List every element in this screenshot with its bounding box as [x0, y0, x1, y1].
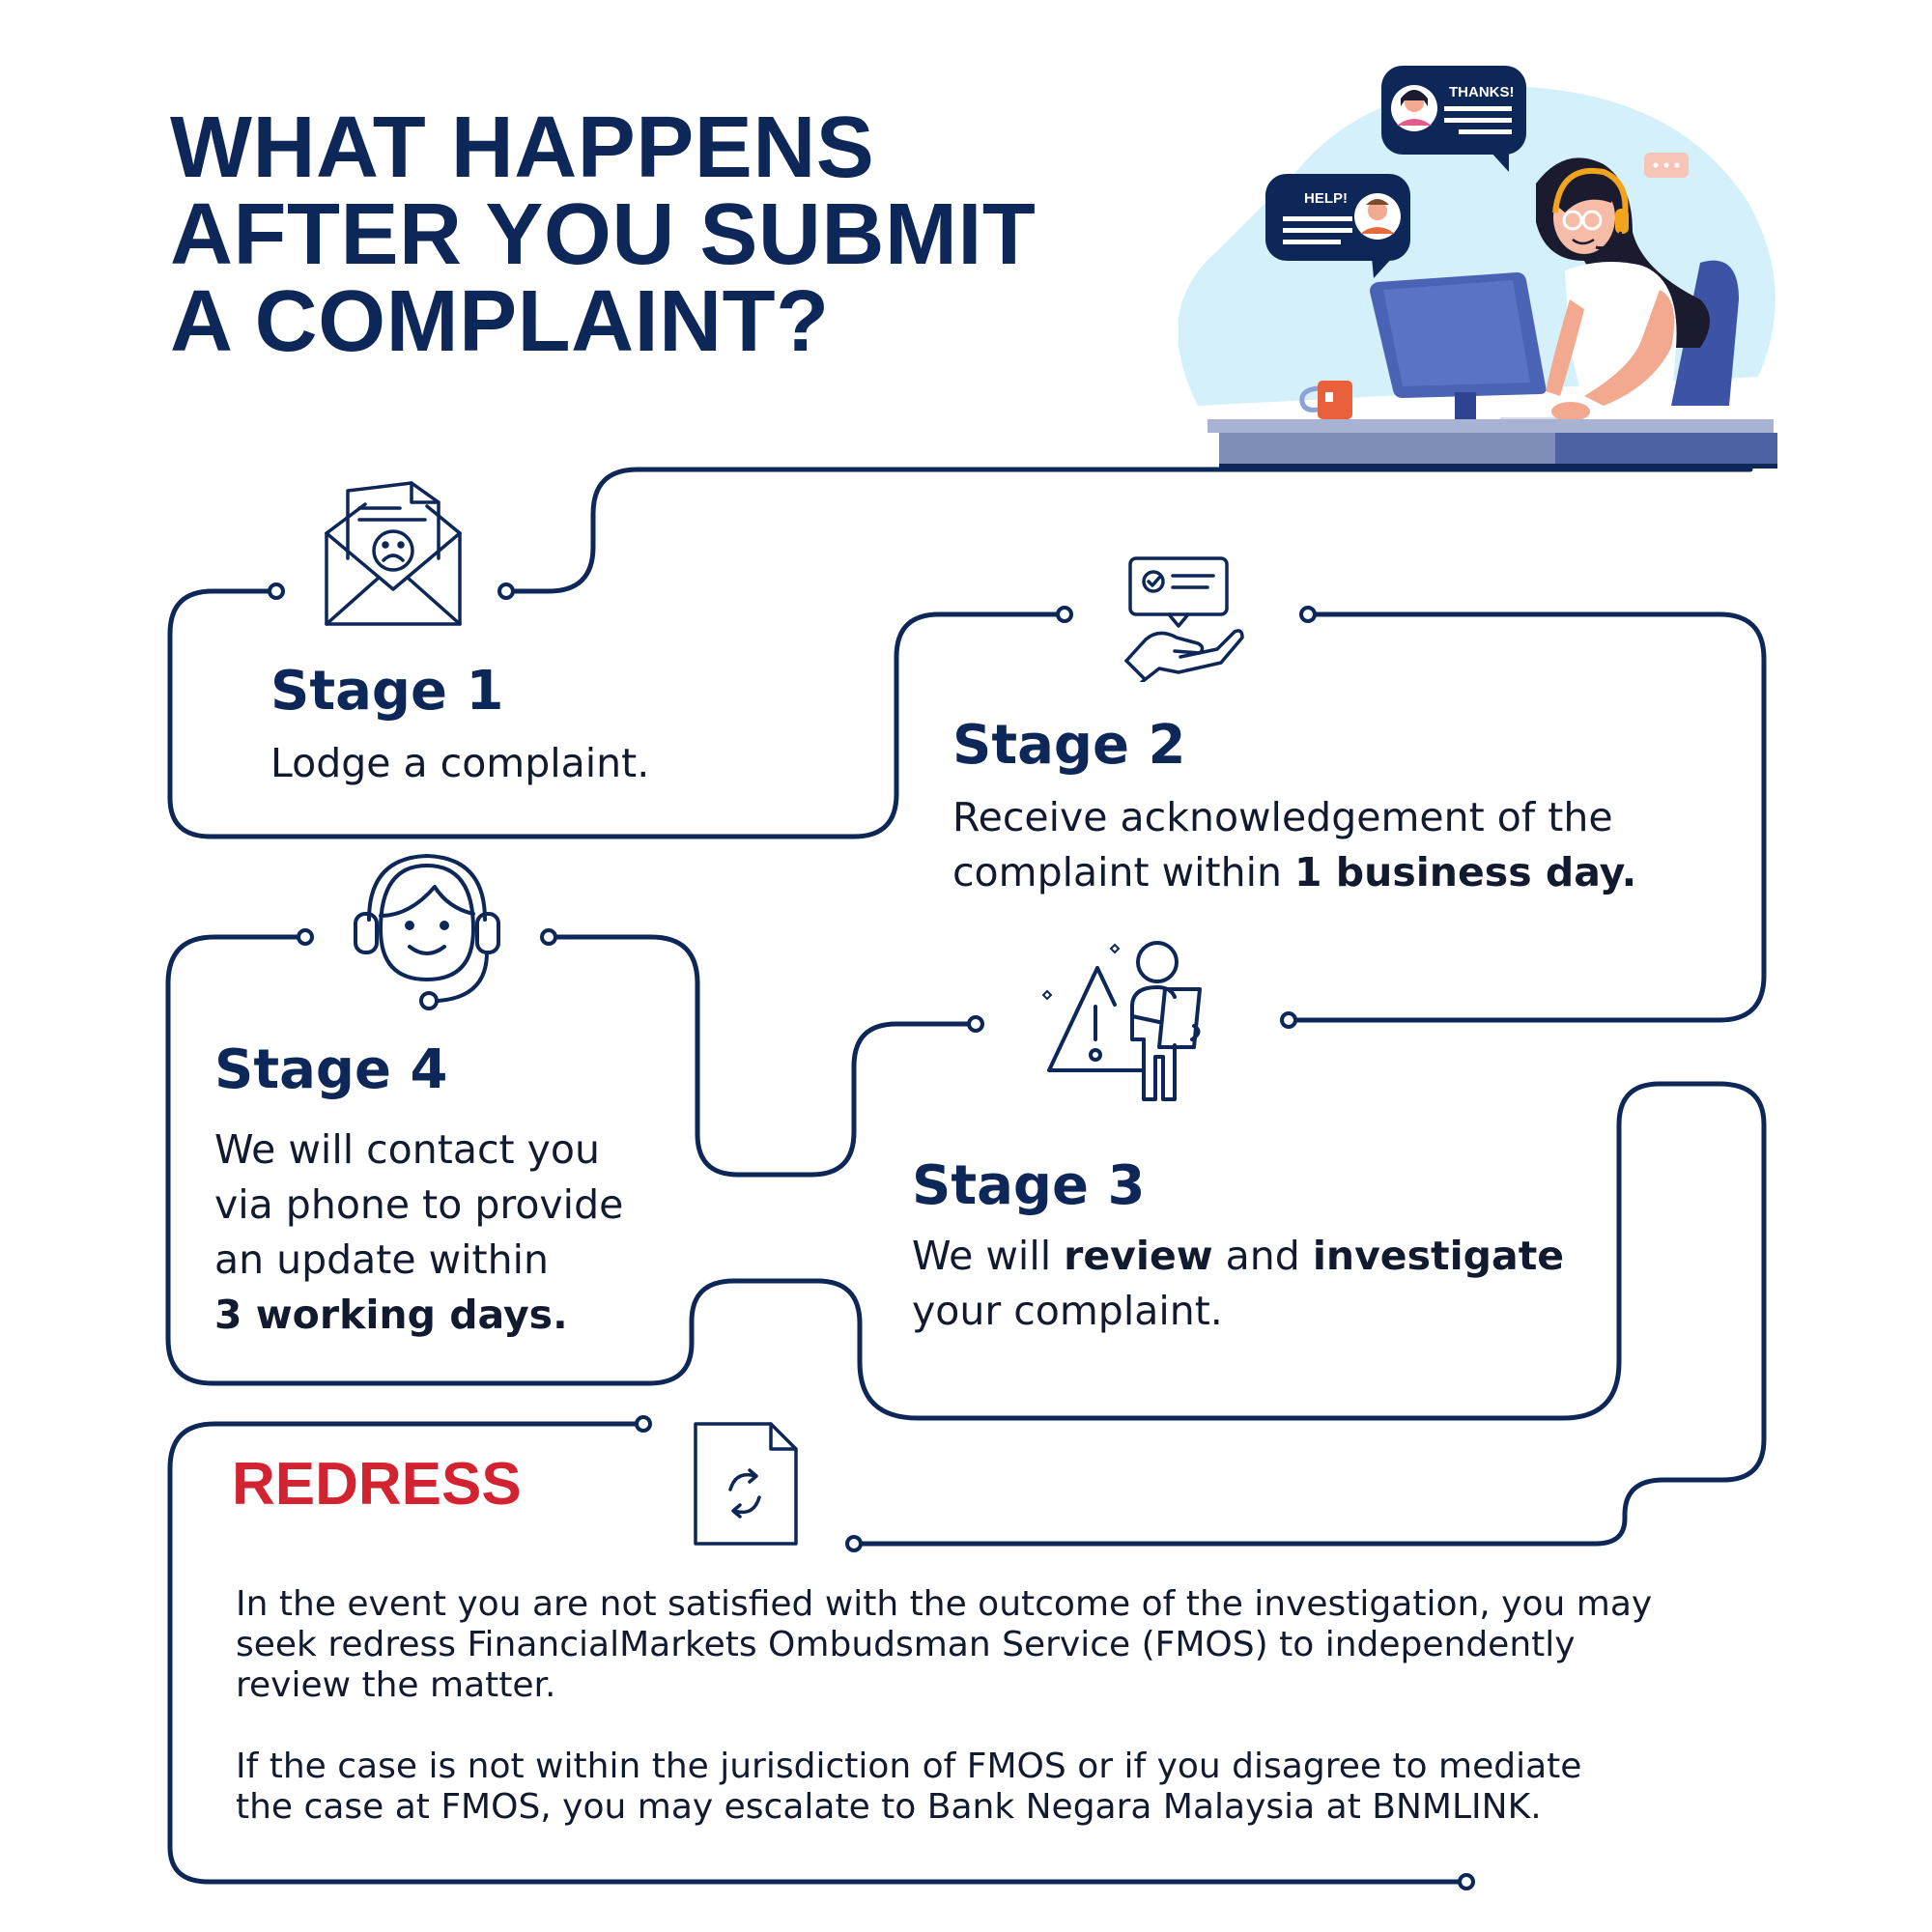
- stage-3-text-line: your complaint.: [912, 1288, 1223, 1334]
- stage-3-investigate: investigate: [1312, 1233, 1565, 1279]
- complaint-envelope-icon: [325, 481, 462, 626]
- connector-node: [297, 928, 314, 946]
- connector-stage3-to-stage4: [546, 934, 979, 1178]
- redress-line: If the case is not within the jurisdicti…: [236, 1747, 1582, 1786]
- title-line: WHAT HAPPENS: [170, 99, 875, 196]
- stage-4-text: We will contact you via phone to provide…: [214, 1122, 623, 1343]
- redress-line: In the event you are not satisfied with …: [236, 1584, 1653, 1624]
- connector-node: [1458, 1873, 1475, 1890]
- investigation-person-icon: [1041, 941, 1202, 1101]
- stage-2-text-line: complaint within: [952, 849, 1294, 895]
- connector-node: [845, 1535, 863, 1552]
- thanks-bubble: [1381, 66, 1526, 172]
- mug: [1299, 381, 1352, 419]
- headset-icon: [1552, 167, 1629, 228]
- desk: [1208, 419, 1774, 433]
- connector-node: [497, 582, 515, 600]
- stage-1-text: Lodge a complaint.: [270, 740, 650, 786]
- connector-stage4-box: [165, 934, 1767, 1547]
- connector-node: [268, 582, 285, 600]
- stage-2-text: Receive acknowledgement of the complaint…: [952, 790, 1636, 900]
- connector-node: [635, 1415, 652, 1433]
- connector-node: [1280, 1011, 1297, 1029]
- redress-paragraph-1: In the event you are not satisfied with …: [236, 1584, 1723, 1706]
- connector-node: [1056, 606, 1073, 623]
- title-line: A COMPLAINT?: [170, 273, 830, 370]
- document-refresh-icon: [694, 1422, 798, 1546]
- connector-stage2-box: [1286, 611, 1767, 1023]
- connector-stage1-box: [167, 588, 1067, 839]
- stage-4-heading: Stage 4: [214, 1038, 448, 1101]
- stage-4-text-line: via phone to provide: [214, 1181, 624, 1228]
- stage-3-text-part: We will: [912, 1233, 1065, 1279]
- page-title: WHAT HAPPENS AFTER YOU SUBMIT A COMPLAIN…: [170, 104, 1036, 365]
- redress-line: the case at FMOS, you may escalate to Ba…: [236, 1787, 1542, 1827]
- connector-node: [1299, 606, 1317, 623]
- redress-title: REDRESS: [232, 1451, 522, 1518]
- connector-node: [967, 1015, 984, 1033]
- stage-2-timeframe: 1 business day.: [1294, 849, 1637, 895]
- help-bubble: [1265, 174, 1410, 278]
- stage-4-text-line: an update within: [214, 1236, 549, 1283]
- stage-3-text-part: and: [1212, 1233, 1313, 1279]
- redress-line: review the matter.: [236, 1665, 556, 1705]
- bubble-help-text: HELP!: [1304, 190, 1348, 207]
- support-headset-icon: [354, 854, 500, 1010]
- stage-3-text: We will review and investigate your comp…: [912, 1229, 1564, 1339]
- redress-line: seek redress FinancialMarkets Ombudsman …: [236, 1625, 1576, 1664]
- typing-bubble: [1644, 153, 1689, 178]
- bubble-thanks-text: THANKS!: [1449, 84, 1515, 100]
- connector-redress-box: [167, 1421, 1469, 1885]
- connector-node: [540, 928, 557, 946]
- stage-3-heading: Stage 3: [912, 1154, 1146, 1217]
- stage-1-heading: Stage 1: [270, 660, 504, 723]
- stage-3-review: review: [1064, 1233, 1213, 1279]
- stage-4-text-line: We will contact you: [214, 1126, 600, 1173]
- stage-4-timeframe: 3 working days.: [214, 1292, 568, 1338]
- redress-paragraph-2: If the case is not within the jurisdicti…: [236, 1747, 1723, 1828]
- customer-service-illustration: THANKS! HELP!: [1179, 66, 1777, 469]
- stage-2-heading: Stage 2: [952, 714, 1186, 777]
- stage-2-text-line: Receive acknowledgement of the: [952, 794, 1613, 840]
- title-line: AFTER YOU SUBMIT: [170, 186, 1037, 283]
- connector-top: [503, 467, 1753, 594]
- acknowledgement-hand-icon: [1124, 556, 1244, 682]
